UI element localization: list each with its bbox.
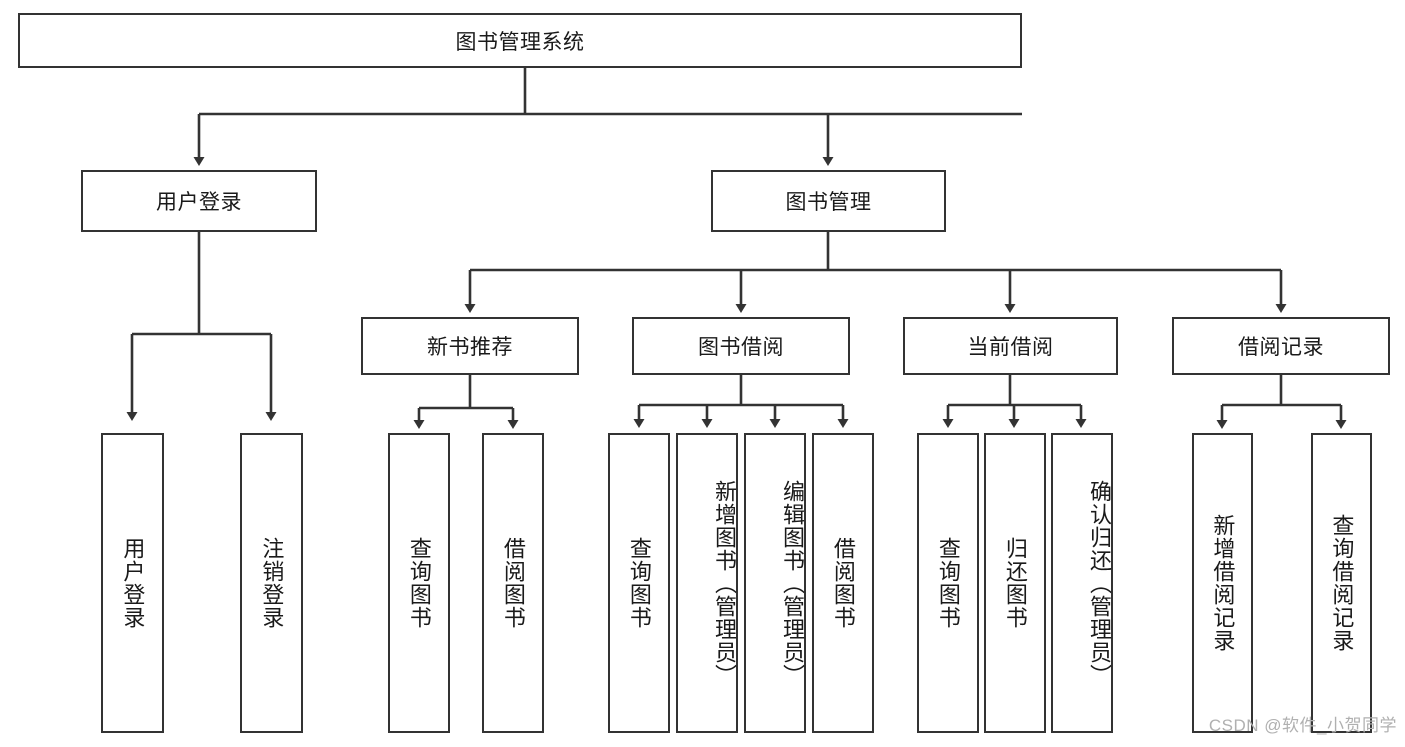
csdn-watermark: CSDN @软件_小贺同学 (1208, 716, 1397, 735)
leaf-record-query-record[interactable]: 查询借阅记录 (1311, 433, 1372, 733)
node-borrow-record[interactable]: 借阅记录 (1172, 317, 1390, 375)
leaf-user-login-signin[interactable]: 用户登录 (101, 433, 164, 733)
leaf-current-query-book[interactable]: 查询图书 (917, 433, 979, 733)
leaf-new-book-query[interactable]: 查询图书 (388, 433, 450, 733)
leaf-user-login-signout[interactable]: 注销登录 (240, 433, 303, 733)
node-user-login[interactable]: 用户登录 (81, 170, 317, 232)
node-book-borrow[interactable]: 图书借阅 (632, 317, 850, 375)
leaf-borrow-add-book-admin[interactable]: 新增图书（管理员） (676, 433, 738, 733)
leaf-record-add-record[interactable]: 新增借阅记录 (1192, 433, 1253, 733)
leaf-new-book-borrow[interactable]: 借阅图书 (482, 433, 544, 733)
leaf-borrow-borrow-book[interactable]: 借阅图书 (812, 433, 874, 733)
node-book-management[interactable]: 图书管理 (711, 170, 946, 232)
node-new-book-recommend[interactable]: 新书推荐 (361, 317, 579, 375)
node-root-system[interactable]: 图书管理系统 (18, 13, 1022, 68)
node-current-borrow[interactable]: 当前借阅 (903, 317, 1118, 375)
leaf-current-confirm-return-admin[interactable]: 确认归还（管理员） (1051, 433, 1113, 733)
leaf-borrow-edit-book-admin[interactable]: 编辑图书（管理员） (744, 433, 806, 733)
leaf-current-return-book[interactable]: 归还图书 (984, 433, 1046, 733)
leaf-borrow-query-book[interactable]: 查询图书 (608, 433, 670, 733)
